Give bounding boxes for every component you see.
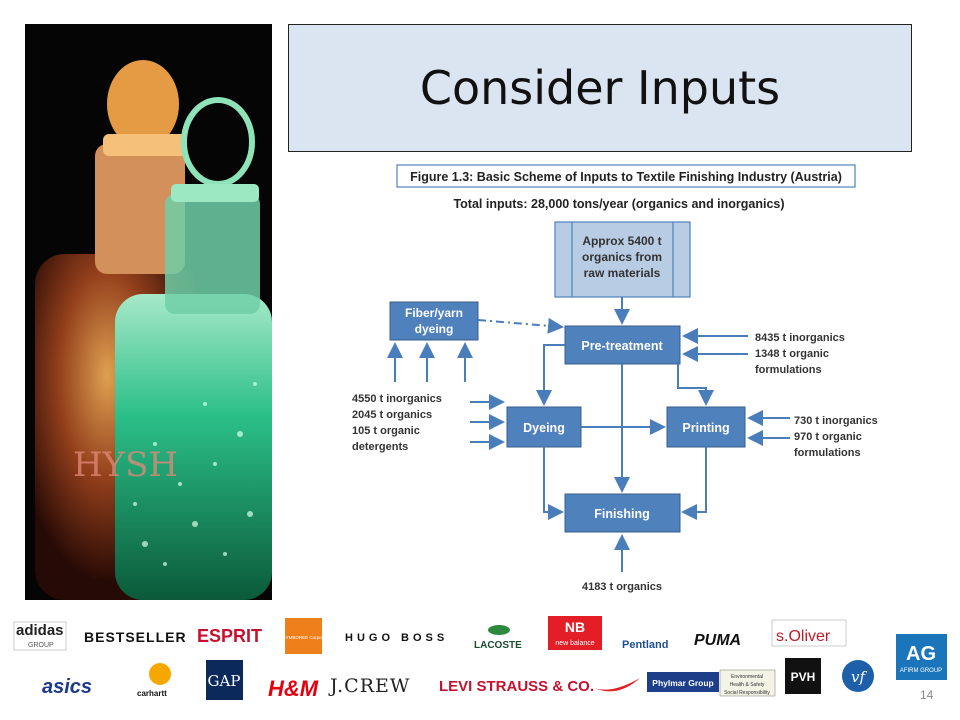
brand-logo-strip: adidas GROUP BESTSELLER ESPRIT The GYMBO…: [13, 616, 947, 701]
slide-number: 14: [920, 688, 934, 702]
printing-input-3: formulations: [794, 447, 861, 459]
finishing-input: 4183 t organics: [582, 581, 662, 593]
adidas-logo: adidas GROUP: [13, 621, 67, 651]
svg-text:carhartt: carhartt: [137, 689, 167, 698]
bestseller-logo: BESTSELLER: [84, 629, 187, 645]
fiber-line-2: dyeing: [415, 322, 454, 336]
svg-text:GROUP: GROUP: [28, 642, 54, 649]
soliver-logo: s.Oliver: [771, 619, 847, 647]
vf-logo: vf: [842, 660, 874, 692]
fiber-line-1: Fiber/yarn: [405, 306, 463, 320]
svg-text:AG: AG: [906, 643, 936, 665]
source-line-2: organics from: [582, 250, 662, 264]
pretreatment-input-2: 1348 t organic: [755, 348, 829, 360]
svg-text:PVH: PVH: [791, 670, 816, 684]
finishing-box: [564, 493, 681, 533]
dyeing-input-1: 4550 t inorganics: [352, 393, 442, 405]
input-scheme-diagram: Figure 1.3: Basic Scheme of Inputs to Te…: [352, 164, 878, 593]
jcrew-logo: J.CREW: [328, 675, 410, 697]
gap-logo: GAP: [206, 660, 243, 700]
dyeing-input-4: detergents: [352, 441, 408, 453]
dyeing-box: [506, 406, 582, 448]
asics-logo: asics: [42, 676, 92, 698]
flow-arrows: [387, 297, 790, 572]
figure-caption-box: [396, 164, 856, 188]
svg-text:Phylmar Group: Phylmar Group: [652, 678, 713, 688]
printing-input-2: 970 t organic: [794, 431, 862, 443]
afirm-group-logo: AG AFIRM GROUP: [896, 634, 947, 680]
gymboree-logo: The GYMBOREE Corporation: [273, 618, 333, 654]
printing-label: Printing: [682, 421, 729, 435]
svg-text:Environmental: Environmental: [731, 674, 763, 680]
svg-text:vf: vf: [851, 668, 867, 686]
puma-logo: PUMA: [694, 632, 741, 649]
hugo-boss-logo: HUGO BOSS: [345, 632, 448, 644]
figure-subtitle: Total inputs: 28,000 tons/year (organics…: [453, 197, 784, 211]
dyeing-input-2: 2045 t organics: [352, 409, 432, 421]
svg-text:NB: NB: [565, 619, 585, 635]
source-box: Approx 5400 t organics from raw material…: [554, 221, 691, 298]
svg-text:new balance: new balance: [555, 640, 594, 647]
pretreatment-label: Pre-treatment: [581, 339, 663, 353]
phylmar-group-logo: Phylmar Group Environmental Health & Saf…: [647, 669, 776, 697]
hm-logo: H&M: [268, 676, 319, 701]
pretreatment-input-1: 8435 t inorganics: [755, 332, 845, 344]
bottles-photo: HYSH: [25, 24, 272, 600]
svg-text:AFIRM GROUP: AFIRM GROUP: [900, 668, 942, 674]
pvh-logo: PVH: [785, 658, 821, 694]
svg-text:adidas: adidas: [16, 622, 64, 639]
new-balance-logo: NB new balance: [548, 616, 602, 650]
svg-text:s.Oliver: s.Oliver: [776, 628, 831, 645]
slide-title: Consider Inputs: [419, 61, 781, 115]
svg-text:Health & Safety: Health & Safety: [730, 682, 765, 688]
esprit-logo: ESPRIT: [197, 626, 262, 646]
printing-input-1: 730 t inorganics: [794, 415, 878, 427]
svg-text:The GYMBOREE Corporation: The GYMBOREE Corporation: [273, 635, 333, 640]
fiber-yarn-dyeing-box: Fiber/yarn dyeing: [389, 301, 479, 341]
source-line-1: Approx 5400 t: [582, 234, 661, 248]
svg-text:LACOSTE: LACOSTE: [474, 640, 522, 651]
dyeing-label: Dyeing: [523, 421, 565, 435]
finishing-label: Finishing: [594, 507, 650, 521]
pentland-logo: Pentland: [622, 639, 668, 651]
levi-strauss-logo: LEVI STRAUSS & CO.: [439, 678, 594, 695]
slide-title-box: Consider Inputs: [288, 24, 912, 152]
printing-box: [666, 406, 746, 448]
bottle-label-text: HYSH: [73, 445, 178, 485]
lacoste-logo: LACOSTE: [474, 625, 522, 651]
figure-caption: Figure 1.3: Basic Scheme of Inputs to Te…: [410, 170, 842, 184]
nike-swoosh-logo: [594, 678, 640, 692]
pretreatment-input-3: formulations: [755, 364, 822, 376]
svg-text:Social Responsibility: Social Responsibility: [724, 690, 770, 696]
dyeing-input-3: 105 t organic: [352, 425, 420, 437]
svg-text:GAP: GAP: [208, 672, 241, 690]
source-line-3: raw materials: [584, 266, 661, 280]
carhartt-logo: carhartt: [137, 663, 171, 698]
